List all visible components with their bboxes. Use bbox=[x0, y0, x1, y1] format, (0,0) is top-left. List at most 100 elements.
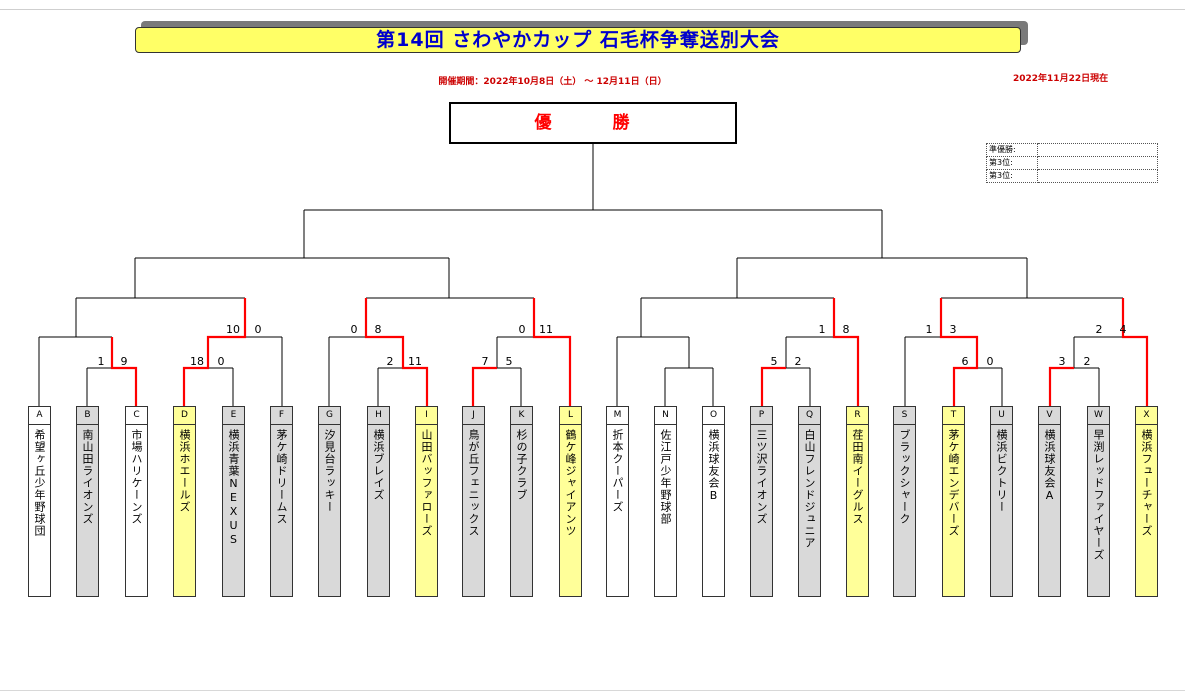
team-box: V 横浜球友会A bbox=[1038, 406, 1061, 597]
score-label: 1 bbox=[818, 323, 826, 336]
team-name: 鶴ケ峰ジャイアンツ bbox=[564, 429, 577, 537]
team-code: D bbox=[174, 407, 195, 425]
team-box: F 茅ケ崎ドリームス bbox=[270, 406, 293, 597]
team-name: 希望ヶ丘少年野球団 bbox=[33, 429, 46, 537]
results-value bbox=[1037, 169, 1158, 183]
team-box: N 佐江戸少年野球部 bbox=[654, 406, 677, 597]
team-code: O bbox=[703, 407, 724, 425]
team-name: 杉の子クラブ bbox=[515, 429, 528, 501]
team-box: B 南山田ライオンズ bbox=[76, 406, 99, 597]
team-box: L 鶴ケ峰ジャイアンツ bbox=[559, 406, 582, 597]
team-code: J bbox=[463, 407, 484, 425]
score-label: 2 bbox=[794, 355, 802, 368]
score-label: 1 bbox=[97, 355, 105, 368]
team-name: 白山フレンドジュニア bbox=[803, 429, 816, 549]
score-label: 0 bbox=[518, 323, 526, 336]
team-name: 折本クーパーズ bbox=[611, 429, 624, 513]
team-code: B bbox=[77, 407, 98, 425]
score-label: 1 bbox=[925, 323, 933, 336]
event-period: 開催期間：2022年10月8日（土） ～ 12月11日（日） bbox=[0, 74, 1185, 87]
team-code: F bbox=[271, 407, 292, 425]
score-label: 0 bbox=[986, 355, 994, 368]
team-box: K 杉の子クラブ bbox=[510, 406, 533, 597]
team-name: 早渕レッドファイヤーズ bbox=[1092, 429, 1105, 561]
team-name: 茅ケ崎エンデバーズ bbox=[947, 429, 960, 537]
team-name: 鳥が丘フェニックス bbox=[467, 429, 480, 537]
team-code: L bbox=[560, 407, 581, 425]
team-code: V bbox=[1039, 407, 1060, 425]
team-name: 三ツ沢ライオンズ bbox=[755, 429, 768, 525]
team-name: 南山田ライオンズ bbox=[81, 429, 94, 525]
score-label: 9 bbox=[120, 355, 128, 368]
team-code: T bbox=[943, 407, 964, 425]
team-code: G bbox=[319, 407, 340, 425]
team-box: G 汐見台ラッキー bbox=[318, 406, 341, 597]
team-code: K bbox=[511, 407, 532, 425]
score-label: 3 bbox=[949, 323, 957, 336]
score-label: 0 bbox=[217, 355, 225, 368]
top-divider bbox=[0, 9, 1185, 10]
as-of-date: 2022年11月22日現在 bbox=[1013, 74, 1109, 84]
team-code: R bbox=[847, 407, 868, 425]
team-box: M 折本クーパーズ bbox=[606, 406, 629, 597]
score-label: 6 bbox=[961, 355, 969, 368]
team-box: I 山田バッファローズ bbox=[415, 406, 438, 597]
team-name: 横浜ブレイズ bbox=[372, 429, 385, 501]
score-label: 10 bbox=[226, 323, 240, 336]
score-label: 4 bbox=[1119, 323, 1127, 336]
score-label: 7 bbox=[481, 355, 489, 368]
champion-box: 優 勝 bbox=[449, 102, 737, 144]
team-code: C bbox=[126, 407, 147, 425]
team-box: O 横浜球友会B bbox=[702, 406, 725, 597]
bottom-divider bbox=[0, 690, 1185, 691]
team-code: N bbox=[655, 407, 676, 425]
score-label: 5 bbox=[770, 355, 778, 368]
team-name: 横浜ホエールズ bbox=[178, 429, 191, 513]
team-code: S bbox=[894, 407, 915, 425]
team-name: 佐江戸少年野球部 bbox=[659, 429, 672, 525]
results-row: 第3位: bbox=[986, 169, 1158, 183]
team-code: X bbox=[1136, 407, 1157, 425]
team-code: I bbox=[416, 407, 437, 425]
event-period-text: 開催期間：2022年10月8日（土） ～ 12月11日（日） bbox=[438, 77, 667, 87]
team-name: 横浜ビクトリー bbox=[995, 429, 1008, 513]
team-box: E 横浜青葉NEXUS bbox=[222, 406, 245, 597]
results-table: 準優勝: 第3位: 第3位: bbox=[986, 143, 1158, 183]
score-label: 2 bbox=[386, 355, 394, 368]
score-label: 11 bbox=[408, 355, 422, 368]
team-name: 横浜青葉NEXUS bbox=[227, 429, 240, 547]
team-box: C 市場ハリケーンズ bbox=[125, 406, 148, 597]
team-box: T 茅ケ崎エンデバーズ bbox=[942, 406, 965, 597]
team-code: E bbox=[223, 407, 244, 425]
team-name: 横浜球友会B bbox=[707, 429, 720, 503]
score-label: 8 bbox=[374, 323, 382, 336]
team-name: 茅ケ崎ドリームス bbox=[275, 429, 288, 525]
team-box: D 横浜ホエールズ bbox=[173, 406, 196, 597]
score-label: 0 bbox=[350, 323, 358, 336]
team-box: J 鳥が丘フェニックス bbox=[462, 406, 485, 597]
team-code: H bbox=[368, 407, 389, 425]
team-name: 山田バッファローズ bbox=[420, 429, 433, 537]
team-code: Q bbox=[799, 407, 820, 425]
score-label: 0 bbox=[254, 323, 262, 336]
score-label: 2 bbox=[1083, 355, 1091, 368]
team-name: 汐見台ラッキー bbox=[323, 429, 336, 513]
team-code: P bbox=[751, 407, 772, 425]
score-label: 5 bbox=[505, 355, 513, 368]
tournament-title: 第14回 さわやかカップ 石毛杯争奪送別大会 bbox=[135, 27, 1021, 53]
score-label: 8 bbox=[842, 323, 850, 336]
score-label: 18 bbox=[190, 355, 204, 368]
team-name: 市場ハリケーンズ bbox=[130, 429, 143, 525]
team-box: W 早渕レッドファイヤーズ bbox=[1087, 406, 1110, 597]
score-label: 2 bbox=[1095, 323, 1103, 336]
score-label: 3 bbox=[1058, 355, 1066, 368]
team-name: 横浜球友会A bbox=[1043, 429, 1056, 503]
team-code: U bbox=[991, 407, 1012, 425]
team-code: W bbox=[1088, 407, 1109, 425]
team-code: M bbox=[607, 407, 628, 425]
